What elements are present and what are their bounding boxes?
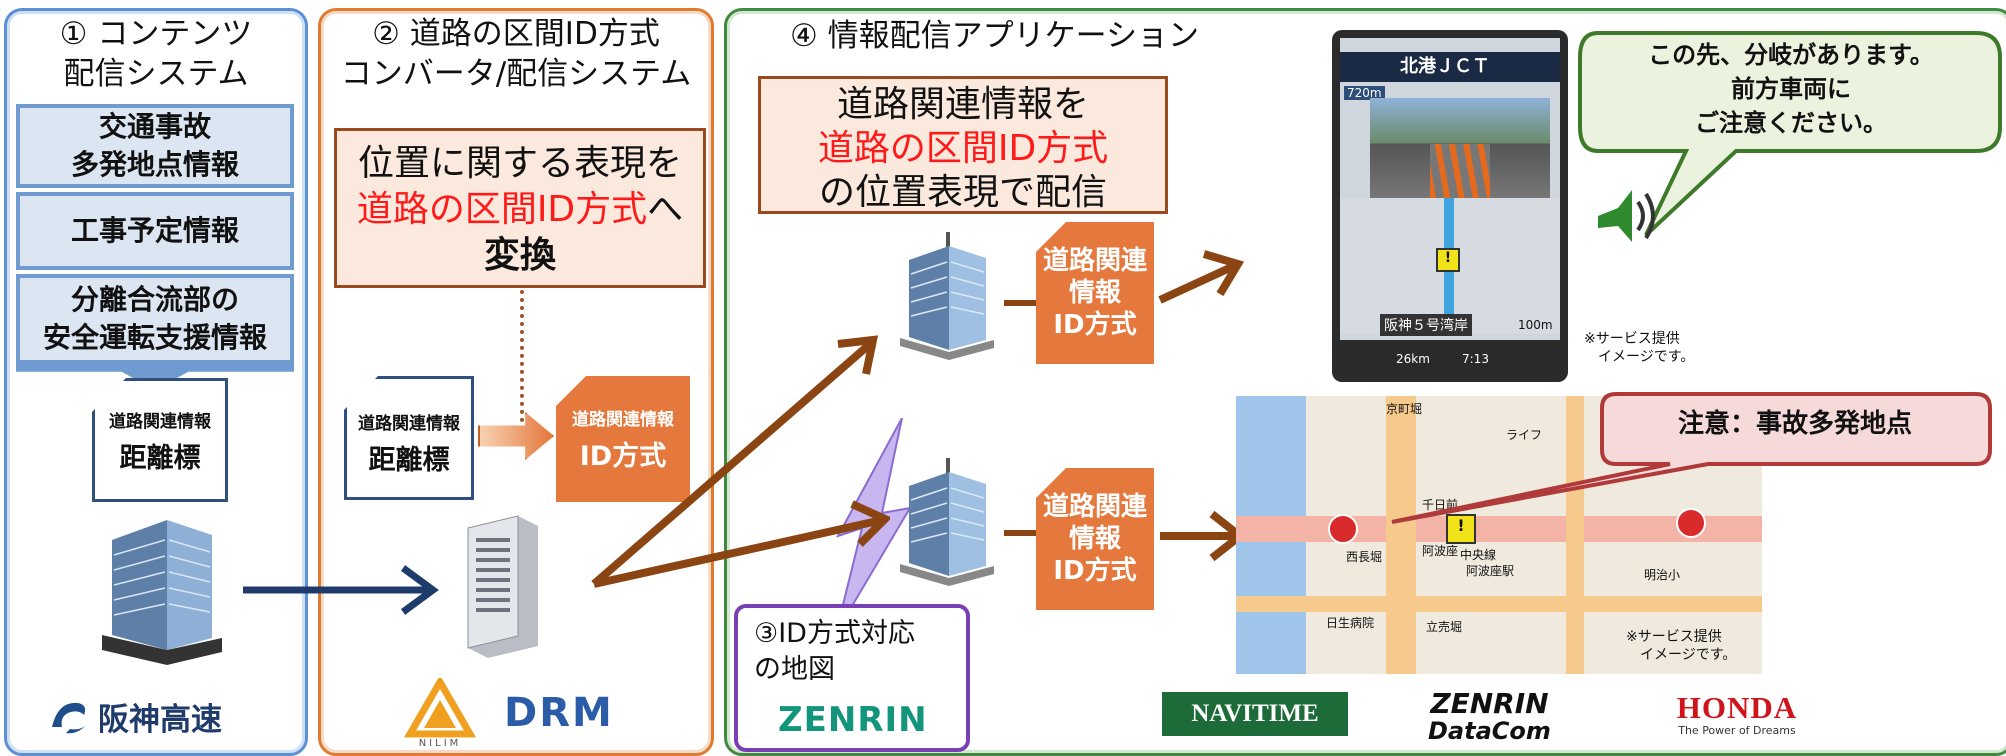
hanshin-logo-mark: [52, 702, 88, 733]
map-label: ライフ: [1506, 428, 1543, 442]
dotted-connector: [520, 290, 524, 430]
panel-content-distribution: [4, 8, 308, 756]
arrow-to-map: [1160, 510, 1246, 562]
distance-marker-doc: 道路関連情報 距離標: [92, 378, 228, 502]
hanshin-logo-text: 阪神高速: [98, 702, 222, 738]
hanshin-logo: 阪神高速: [48, 694, 222, 739]
service-note-top: ※サービス提供 イメージです。: [1584, 331, 1695, 365]
panel1-title: ① コンテンツ 配信システム: [59, 16, 253, 92]
converter-distance-doc: 道路関連情報 距離標: [344, 376, 474, 500]
arrow-to-phone: [1158, 250, 1245, 304]
map-no-entry-icon-left: [1328, 514, 1358, 544]
phone-bottom-label: 阪神５号湾岸: [1380, 314, 1472, 336]
map-label: 阿波座: [1422, 544, 1459, 558]
nilim-logo-icon: [404, 678, 476, 738]
speaker-icon: [1598, 190, 1655, 242]
id-map-box: ③ID方式対応 の地図 ZENRIN: [734, 604, 970, 752]
panel-info-application: [724, 8, 2006, 756]
map-label: 中央線: [1460, 548, 1497, 562]
phone-header: 北港ＪＣＴ: [1340, 52, 1560, 82]
connector-top: [1004, 300, 1038, 306]
map-no-entry-icon-right: [1676, 508, 1706, 538]
map-label: 西長堀: [1346, 550, 1383, 564]
speech-bubble-green-shape: [1578, 31, 2002, 237]
app-building-top-icon: [900, 232, 994, 360]
distribution-callout: 道路関連情報を 道路の区間ID方式 の位置表現で配信: [758, 76, 1168, 214]
map-label: 明治小: [1644, 568, 1681, 582]
merge-safety-support-box: 分離合流部の安全運転支援情報: [16, 274, 294, 364]
speech-bubble-red-shape: [1391, 392, 1992, 524]
navitime-logo: NAVITIME: [1162, 692, 1348, 736]
map-label: 京町堀: [1386, 402, 1423, 416]
brown-distribution-arrows: [591, 335, 890, 588]
map-label: 阿波座駅: [1466, 564, 1515, 578]
app-id-doc-bottom: 道路関連 情報 ID方式: [1036, 468, 1154, 610]
app-id-doc-top: 道路関連 情報 ID方式: [1036, 222, 1154, 364]
phone-dist-right: 100m: [1518, 318, 1553, 332]
panel-id-converter: [318, 8, 714, 756]
app-building-bottom-icon: [900, 458, 994, 586]
panel2-title: ② 道路の区間ID方式 コンバータ/配信システム: [340, 16, 692, 92]
honda-logo: HONDA The Power of Dreams: [1676, 690, 1798, 738]
server-icon: [467, 515, 538, 658]
drm-logo: DRM: [504, 690, 614, 736]
hanshin-building-icon: [102, 520, 222, 665]
map-screenshot: ! 千日前 阿波座 中央線 阿波座駅 西長堀 明治小 日生病院 立売堀 ライフ …: [1236, 396, 1762, 674]
zenrin-datacom-logo: ZENRIN DataCom: [1428, 687, 1551, 745]
zenrin-logo: ZENRIN: [778, 700, 928, 740]
panel4-title: ④ 情報配信アプリケーション: [790, 18, 1200, 54]
map-label: 立売堀: [1426, 620, 1463, 634]
map-warning-marker: !: [1446, 514, 1476, 544]
phone-road-view: [1370, 98, 1550, 198]
speech-bubble-red-text: 注意：事故多発地点: [1677, 409, 1912, 439]
conversion-callout: 位置に関する表現を 道路の区間ID方式へ 変換: [334, 128, 706, 288]
speech-bubble-green-text: この先、分岐があります。 前方車両に ご注意ください。: [1648, 41, 1934, 137]
service-note-bottom: ※サービス提供 イメージです。: [1626, 629, 1737, 663]
phone-distance: 26km: [1396, 352, 1430, 366]
phone-dist-left: 720m: [1344, 86, 1385, 100]
map-label: 日生病院: [1326, 616, 1375, 630]
construction-schedule-box: 工事予定情報: [16, 192, 294, 270]
accident-hotspot-info-box: 交通事故多発地点情報: [16, 104, 294, 188]
converter-id-doc: 道路関連情報 ID方式: [556, 376, 690, 502]
navigation-phone-screenshot: 北港ＪＣＴ 720m ! 阪神５号湾岸 100m 26km 7:13: [1332, 30, 1568, 382]
navy-arrow-to-server: [243, 565, 439, 615]
phone-time: 7:13: [1462, 352, 1489, 366]
connector-bottom: [1004, 530, 1038, 536]
nilim-logo-text: NILIM: [418, 738, 462, 749]
